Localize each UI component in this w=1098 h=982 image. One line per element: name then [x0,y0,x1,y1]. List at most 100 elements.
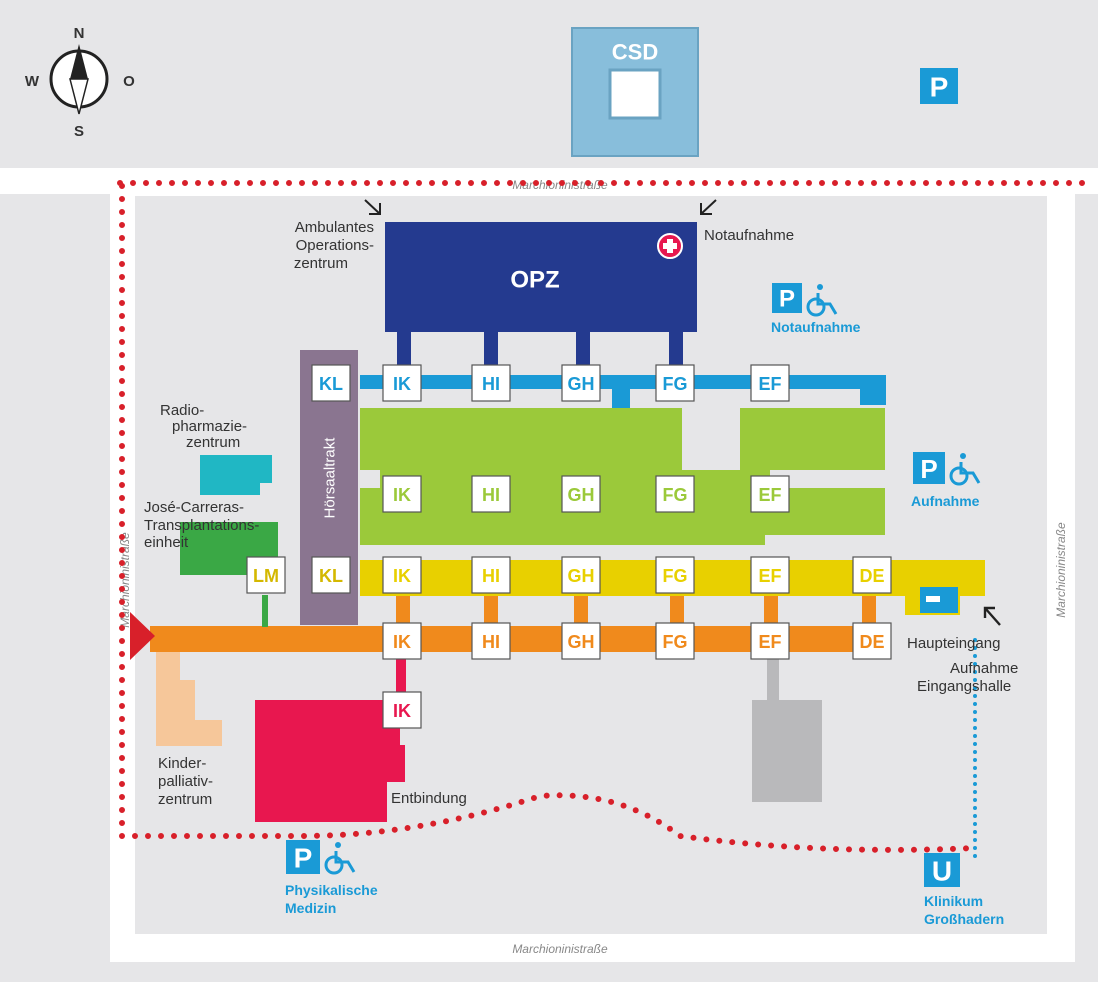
wing-box-blue-gh[interactable]: GH [561,364,601,402]
wing-box-label: HI [482,566,500,586]
wing-box-label: IK [393,374,411,394]
ubahn-klinikum[interactable]: U Klinikum Großhadern [924,853,1004,927]
wing-box-yellow-fg[interactable]: FG [655,556,695,594]
compass-s: S [74,123,84,140]
wing-box-yellow-lm[interactable]: LM [246,556,286,594]
wing-box-orange-gh[interactable]: GH [561,622,601,660]
wing-box-yellow-gh[interactable]: GH [561,556,601,594]
wing-box-green-fg[interactable]: FG [655,475,695,513]
connector-ef [764,596,778,626]
wing-box-frame [750,364,790,402]
parking-notaufnahme-p: P [779,286,795,313]
gray-connector [767,652,779,707]
wing-box-label: IK [393,566,411,586]
wing-box-frame [655,475,695,513]
wing-box-blue-fg[interactable]: FG [655,364,695,402]
wing-labels: KL IK HI GH FG EF IK HI GH FG EF LM KL IK HI GH FG EF DE IK… [246,364,892,729]
wing-box-yellow-ef[interactable]: EF [750,556,790,594]
label-kinder-3: zentrum [158,791,212,808]
parking-aufnahme[interactable]: P Aufnahme [911,452,981,509]
gray-building[interactable] [752,700,822,802]
wheelchair-icon [324,842,356,875]
wing-box-frame [750,556,790,594]
label-radio-3: zentrum [186,434,240,451]
label-jose-1: José-Carreras- [144,499,244,516]
compass: N S W O [25,25,135,140]
wing-box-red-ik[interactable]: IK [382,691,422,729]
label-aufnahme-1: Aufnahme [950,660,1018,677]
wing-box-orange-ik[interactable]: IK [382,622,422,660]
wing-box-green-ik[interactable]: IK [382,475,422,513]
wing-box-yellow-de[interactable]: DE [852,556,892,594]
kinderpalliativ-building[interactable] [156,648,222,746]
wing-box-blue-ik[interactable]: IK [382,364,422,402]
compass-o: O [123,73,135,90]
wing-box-orange-hi[interactable]: HI [471,622,511,660]
arrow-notaufnahme-icon [700,199,717,215]
connector-lm [262,595,268,627]
wheelchair-icon [806,284,838,317]
wing-box-frame [750,622,790,660]
wing-box-frame [382,556,422,594]
ubahn-u: U [932,856,952,887]
ubahn-label-1: Klinikum [924,893,983,909]
parking-physikalische-label-2: Medizin [285,900,336,916]
ubahn-label-2: Großhadern [924,911,1004,927]
wing-box-label: EF [758,485,781,505]
wing-box-blue-ef[interactable]: EF [750,364,790,402]
wing-box-yellow-kl[interactable]: KL [311,556,351,594]
csd-label: CSD [612,40,658,65]
corridor-blue-end [860,375,886,405]
opz-block [385,222,697,332]
entbindung-block [255,700,387,822]
connector-de [862,596,876,626]
parking-notaufnahme[interactable]: P Notaufnahme [771,283,861,335]
wing-box-frame [471,475,511,513]
compass-south-needle [69,78,89,115]
wing-box-blue-kl[interactable]: KL [311,364,351,402]
label-aufnahme-2: Eingangshalle [917,678,1011,695]
wing-box-frame [561,556,601,594]
wing-box-green-ef[interactable]: EF [750,475,790,513]
label-jose-2: Transplantations- [144,517,259,534]
wing-box-green-hi[interactable]: HI [471,475,511,513]
wing-box-frame [561,364,601,402]
parking-aufnahme-p: P [920,454,937,484]
radiopharmazie-building[interactable] [200,455,260,495]
walking-route-red [117,180,1098,853]
wing-box-label: EF [758,632,781,652]
wing-box-orange-de[interactable]: DE [852,622,892,660]
connector-gh [574,596,588,626]
label-ambulantes-2: Operations- [296,237,374,254]
parking-physikalische[interactable]: P Physikalische Medizin [285,840,378,916]
wing-box-label: FG [663,632,688,652]
wing-box-orange-ef[interactable]: EF [750,622,790,660]
entbindung-connector [396,652,406,702]
wing-box-yellow-hi[interactable]: HI [471,556,511,594]
csd-building[interactable]: CSD [571,27,699,157]
wing-box-yellow-ik[interactable]: IK [382,556,422,594]
compass-n: N [74,25,85,42]
parking-aufnahme-label: Aufnahme [911,493,980,509]
wing-box-blue-hi[interactable]: HI [471,364,511,402]
connector-ik [396,596,410,626]
wing-box-frame [311,364,351,402]
wing-box-label: EF [758,374,781,394]
opz-building[interactable]: OPZ [385,222,697,370]
wing-box-frame [382,475,422,513]
parking-aufnahme-sign [913,452,945,484]
wing-box-frame [311,556,351,594]
hoersaaltrakt-label: Hörsaaltrakt [322,437,339,519]
ubahn-sign [924,853,960,887]
wing-box-label: KL [319,566,343,586]
compass-w: W [25,73,40,90]
wing-box-frame [382,691,422,729]
wing-box-green-gh[interactable]: GH [561,475,601,513]
wing-box-label: IK [393,701,411,721]
wing-box-orange-fg[interactable]: FG [655,622,695,660]
connector-fg [670,596,684,626]
parking-top[interactable]: P [920,68,958,104]
label-jose-3: einheit [144,534,189,551]
wing-box-frame [852,622,892,660]
